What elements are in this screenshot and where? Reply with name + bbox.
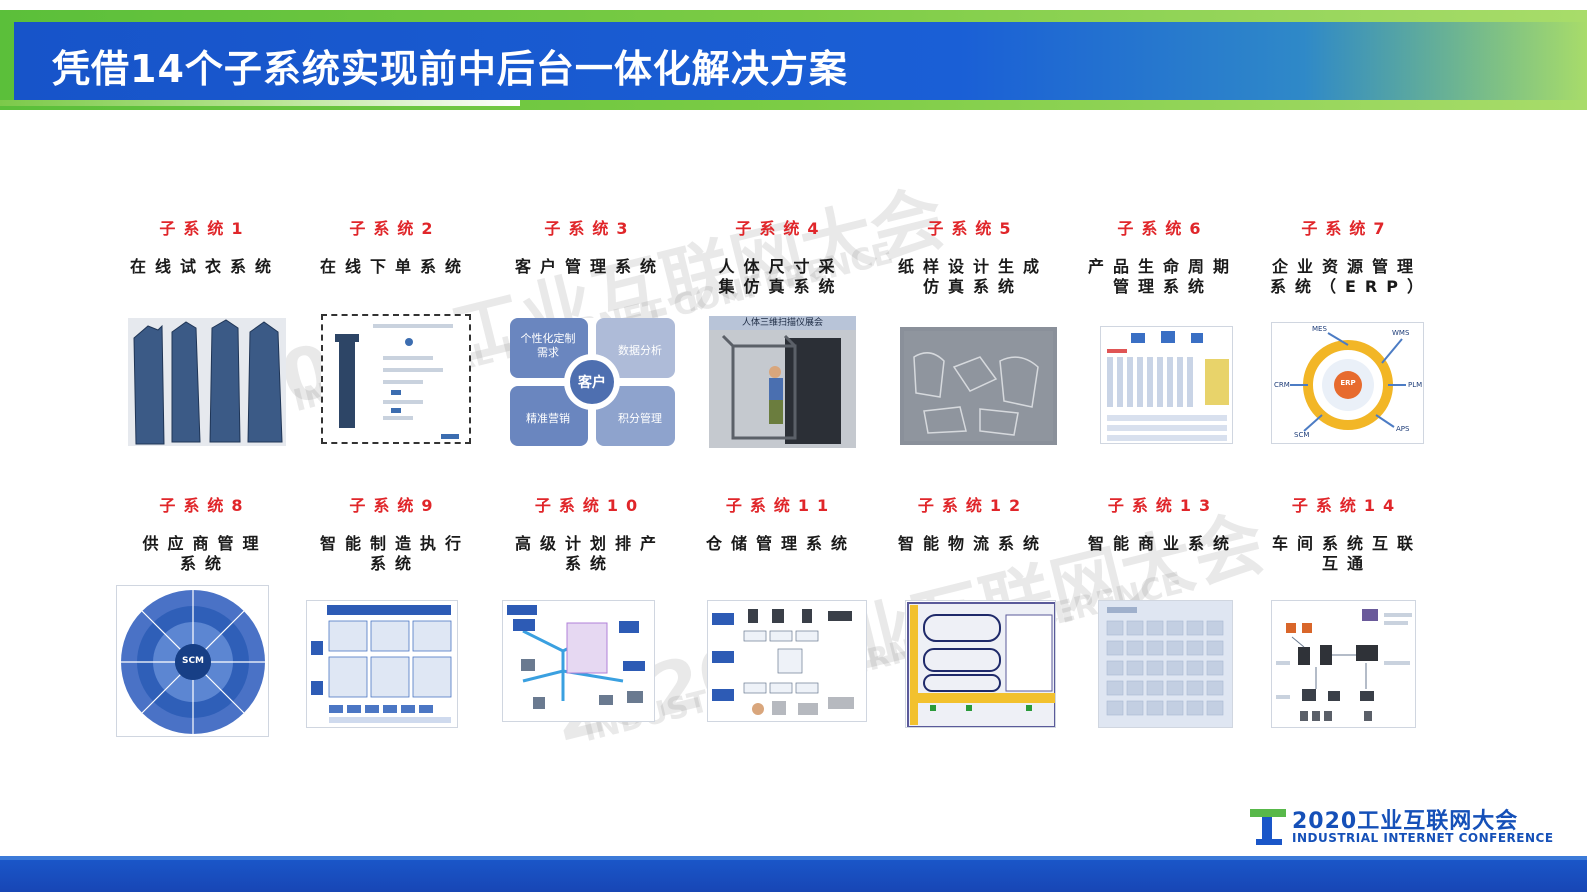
thumb-logistics-plan [905, 600, 1056, 728]
subsystem-name: 企业资源管理系统（ERP） [1270, 257, 1432, 296]
erp-ring-icon [1290, 332, 1406, 432]
subsystem-14: 子系统14 车间系统互联互通 [1252, 492, 1442, 574]
watermark-bottom-sub-text: INDUSTRIAL INTERNET CONFERENCE [580, 565, 1187, 749]
subsystem-name: 人体尺寸采集仿真系统 [718, 257, 844, 296]
subsystem-name: 车间系统互联互通 [1271, 534, 1422, 573]
subsystem-name: 纸样设计生成仿真系统 [898, 257, 1049, 296]
quadrant-center-label: 客户 [578, 375, 606, 391]
thumb-scm-wheel: SCM [116, 585, 269, 737]
subsystem-label: 子系统12 [917, 496, 1029, 515]
subsystem-12: 子系统12 智能物流系统 [878, 492, 1068, 554]
subsystem-label: 子系统4 [735, 219, 827, 238]
subsystem-label: 子系统5 [927, 219, 1019, 238]
scm-wheel-icon [121, 590, 265, 734]
subsystem-label: 子系统13 [1107, 496, 1219, 515]
subsystem-label: 子系统7 [1301, 219, 1393, 238]
subsystem-10: 子系统10 高级计划排产系统 [495, 492, 685, 574]
subsystem-5: 子系统5 纸样设计生成仿真系统 [878, 215, 1068, 297]
subsystem-9: 子系统9 智能制造执行系统 [300, 492, 490, 574]
scm-center-label: SCM [181, 656, 205, 666]
subsystem-label: 子系统8 [159, 496, 251, 515]
subsystem-8: 子系统8 供应商管理系统 [110, 492, 300, 574]
logistics-plan-icon [907, 602, 1055, 727]
erp-center-label: ERP [1340, 379, 1356, 387]
subsystem-name: 产品生命周期管理系统 [1088, 257, 1239, 296]
subsystem-name: 智能制造执行系统 [319, 534, 470, 573]
thumb-business-grid [1098, 600, 1233, 728]
conference-logo: 2020工业互联网大会 INDUSTRIAL INTERNET CONFEREN… [1250, 803, 1553, 849]
subsystem-2: 子系统2 在线下单系统 [300, 215, 490, 277]
page-title: 凭借14个子系统实现前中后台一体化解决方案 [52, 47, 848, 91]
subsystem-label: 子系统3 [544, 219, 636, 238]
logo-title: 2020工业互联网大会 [1292, 809, 1519, 834]
subsystem-name: 高级计划排产系统 [514, 534, 665, 573]
thumb-wms-flow [707, 600, 867, 722]
subsystem-name: 在线试衣系统 [130, 257, 281, 276]
jacket-icon [133, 319, 283, 445]
thumb-plm-diagram [1100, 326, 1233, 444]
thumb-aps-network [502, 600, 655, 722]
subsystem-name: 智能商业系统 [1088, 534, 1239, 553]
subsystem-name: 客户管理系统 [515, 257, 666, 276]
quadrant-q2-label: 数据分析 [618, 344, 662, 357]
erp-plm-label: PLM [1408, 381, 1423, 389]
thumb-customer-quadrants: 客户 个性化定制需求 数据分析 精准营销 积分管理 [510, 318, 675, 446]
subsystem-name: 仓储管理系统 [706, 534, 857, 553]
workshop-topology-icon [1276, 609, 1412, 721]
subsystem-name: 智能物流系统 [898, 534, 1049, 553]
erp-wms-label: WMS [1392, 329, 1410, 337]
subsystem-7: 子系统7 企业资源管理系统（ERP） [1252, 215, 1442, 297]
watermark-bottom-sub: INDUSTRIAL INTERNET CONFERENCE [580, 566, 1186, 749]
pattern-pieces-icon [904, 331, 1053, 441]
scanner-caption: 人体三维扫描仪展会 [709, 316, 856, 330]
quadrant-q4-label: 积分管理 [618, 412, 662, 425]
erp-mes-label: MES [1312, 325, 1327, 333]
subsystem-11: 子系统11 仓储管理系统 [686, 492, 876, 554]
erp-crm-label: CRM [1274, 381, 1290, 389]
subsystem-name: 供应商管理系统 [142, 534, 268, 573]
subsystem-label: 子系统1 [159, 219, 251, 238]
mes-diagram-icon [311, 605, 452, 723]
quadrant-q3-label: 精准营销 [526, 412, 570, 425]
title-bar: 凭借14个子系统实现前中后台一体化解决方案 [0, 10, 1587, 110]
subsystem-3: 子系统3 客户管理系统 [495, 215, 685, 277]
subsystem-6: 子系统6 产品生命周期管理系统 [1068, 215, 1258, 297]
title-blue-band [14, 22, 1587, 100]
erp-scm-label: SCM [1294, 431, 1310, 439]
subsystem-4: 子系统4 人体尺寸采集仿真系统 [686, 215, 876, 297]
business-grid-icon [1106, 607, 1224, 716]
wms-flow-icon [712, 609, 854, 715]
thumb-pattern-cad [900, 327, 1057, 445]
subsystem-name: 在线下单系统 [320, 257, 471, 276]
thumb-mes-diagram [306, 600, 458, 728]
subsystem-1: 子系统1 在线试衣系统 [110, 215, 300, 277]
subsystem-13: 子系统13 智能商业系统 [1068, 492, 1258, 554]
subsystem-label: 子系统14 [1291, 496, 1403, 515]
footer-bar [0, 860, 1587, 892]
subsystem-label: 子系统11 [725, 496, 837, 515]
thumb-body-scanner: 人体三维扫描仪展会 [709, 316, 856, 448]
thumb-order-form [321, 314, 471, 444]
customer-quadrant-icon [510, 318, 675, 446]
quadrant-q1-label: 个性化定制需求 [520, 332, 576, 359]
logo-mark-icon [1250, 809, 1286, 845]
subsystem-label: 子系统10 [534, 496, 646, 515]
subsystem-label: 子系统2 [349, 219, 441, 238]
footer-line [0, 856, 1587, 860]
thumb-erp-ring: ERP MES WMS CRM PLM SCM APS [1271, 322, 1424, 444]
plm-diagram-icon [1107, 331, 1229, 441]
subsystem-label: 子系统6 [1117, 219, 1209, 238]
subsystem-label: 子系统9 [349, 496, 441, 515]
order-form-icon [335, 324, 459, 439]
aps-network-icon [507, 605, 645, 709]
title-underline [0, 100, 520, 106]
thumb-jacket-3d [128, 318, 286, 446]
scanner-booth-icon [709, 330, 856, 448]
erp-aps-label: APS [1396, 425, 1410, 433]
logo-subtitle: INDUSTRIAL INTERNET CONFERENCE [1292, 831, 1554, 845]
thumb-workshop-topology [1271, 600, 1416, 728]
